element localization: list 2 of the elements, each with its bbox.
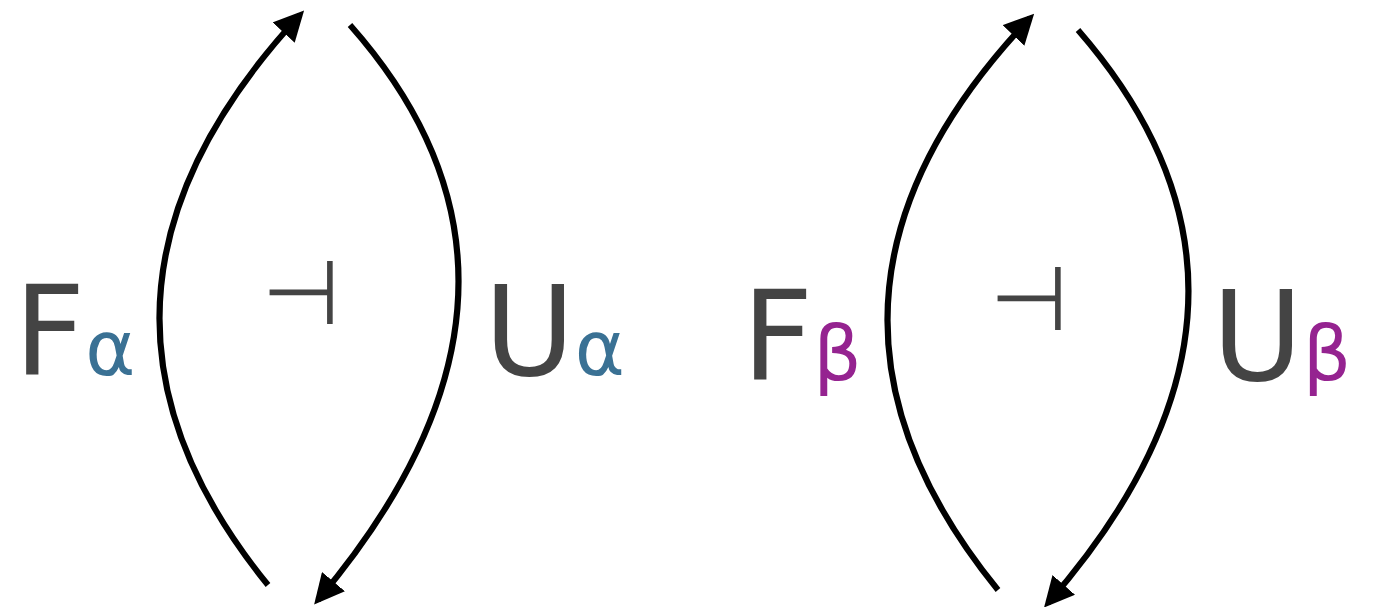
adjunction-symbol: ⊣ — [262, 248, 341, 338]
adjunction-symbol: ⊣ — [990, 254, 1069, 344]
